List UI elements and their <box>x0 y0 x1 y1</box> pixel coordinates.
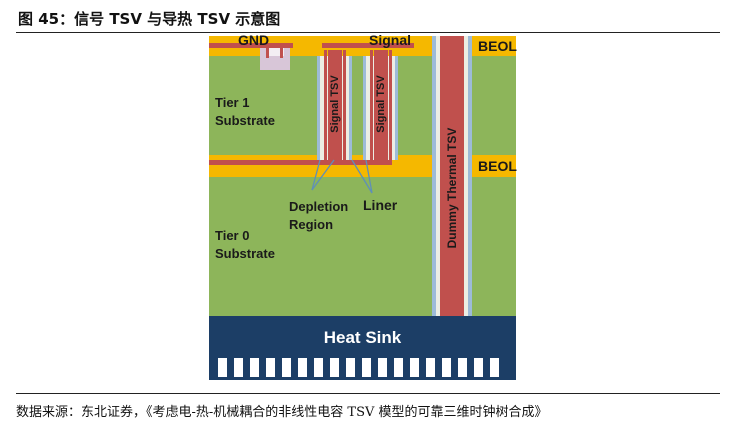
depletion-pointer <box>311 159 321 191</box>
beol-mid-label: BEOL <box>478 158 517 174</box>
tier0-label: Tier 0 Substrate <box>215 228 275 261</box>
gnd-via <box>280 48 283 58</box>
signal-label: Signal <box>369 32 412 48</box>
signal-tsv-2-rail <box>389 50 392 162</box>
gnd-label: GND <box>238 32 270 48</box>
signal-tsv-1-body <box>328 50 342 163</box>
signal-tsv-2-body <box>374 50 388 163</box>
signal-tsv-2-rail <box>370 50 373 162</box>
beol-top-label: BEOL <box>478 38 517 54</box>
signal-tsv-2-label: Signal TSV <box>375 75 387 133</box>
figure-title: 图 45：信号 TSV 与导热 TSV 示意图 <box>18 10 281 28</box>
depletion-region-label: Depletion Region <box>289 199 349 232</box>
gnd-via <box>266 48 269 58</box>
liner-pointer <box>351 159 373 194</box>
tier1-label: Tier 1 Substrate <box>215 95 275 128</box>
figure-source: 数据来源：东北证券，《考虑电-热-机械耦合的非线性电容 TSV 模型的可靠三维时… <box>16 405 548 420</box>
heat-sink-fins <box>218 358 499 377</box>
heat-sink-label: Heat Sink <box>323 328 402 347</box>
thermal-tsv-body <box>440 36 464 318</box>
gnd-metal-line <box>209 43 293 48</box>
depletion-pointer <box>311 159 335 191</box>
title-rule <box>16 32 720 33</box>
liner-pointer <box>365 159 373 194</box>
signal-tsv-1-rail <box>324 50 327 162</box>
interface-metal-line <box>209 160 392 165</box>
source-rule <box>16 393 720 394</box>
signal-tsv-1-rail <box>343 50 346 162</box>
gnd-contact-cap <box>266 48 284 56</box>
signal-tsv-1-label: Signal TSV <box>329 75 341 133</box>
liner-label: Liner <box>363 197 398 213</box>
signal-metal-line <box>322 43 414 48</box>
thermal-tsv-label: Dummy Thermal TSV <box>445 127 459 249</box>
